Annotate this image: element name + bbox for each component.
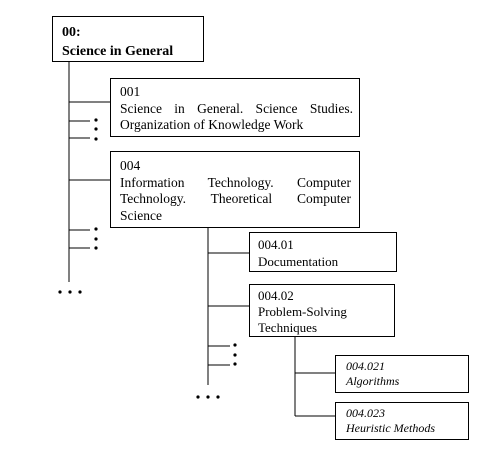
node-label-line: Techniques: [258, 320, 318, 335]
ellipsis-dot: [196, 395, 200, 399]
node-label: Science in General: [62, 44, 174, 59]
node-code: 004.02: [258, 288, 294, 303]
node-code: 004: [120, 158, 141, 173]
node-code: 004.021: [346, 359, 385, 373]
ellipsis-dot: [58, 290, 62, 294]
ellipsis-dot: [94, 127, 98, 131]
node-code: 00:: [62, 25, 81, 40]
node-label-line: Organization of Knowledge Work: [120, 117, 304, 132]
ellipsis-dot: [94, 246, 98, 250]
ellipsis-dot: [206, 395, 210, 399]
node-code: 004.023: [346, 406, 385, 420]
node-code: 001: [120, 84, 141, 99]
ellipsis-dot: [68, 290, 72, 294]
node-label-line: Problem-Solving: [258, 304, 347, 319]
ellipsis-dot: [94, 137, 98, 141]
ellipsis-dot: [94, 118, 98, 122]
node-label: Documentation: [258, 253, 339, 269]
node-004-023: 004.023 Heuristic Methods: [335, 402, 469, 440]
ellipsis-dot: [233, 343, 237, 347]
node-label-line: Science in General. Science Studies.: [120, 100, 353, 116]
node-label-line: Technology. Theoretical Computer: [120, 191, 351, 206]
ellipsis-dot: [94, 237, 98, 241]
node-label-line: Information Technology. Computer: [120, 174, 351, 190]
ellipsis-dot: [233, 362, 237, 366]
ellipsis-dot: [233, 353, 237, 357]
node-00-science-in-general: 00: Science in General: [52, 16, 204, 62]
node-label-line: Science: [120, 207, 162, 223]
ellipsis-dot: [94, 227, 98, 231]
node-004-02: 004.02 Problem-Solving Techniques: [249, 284, 395, 337]
ellipsis-dot: [216, 395, 220, 399]
node-label: Algorithms: [346, 374, 400, 388]
node-label: Heuristic Methods: [346, 421, 435, 435]
node-code: 004.01: [258, 237, 294, 252]
node-001: 001 Science in General. Science Studies.…: [110, 78, 360, 137]
node-004-021: 004.021 Algorithms: [335, 355, 469, 393]
ellipsis-dot: [78, 290, 82, 294]
node-004-01: 004.01 Documentation: [249, 232, 397, 272]
node-004: 004 Information Technology. Computer Tec…: [110, 151, 360, 228]
